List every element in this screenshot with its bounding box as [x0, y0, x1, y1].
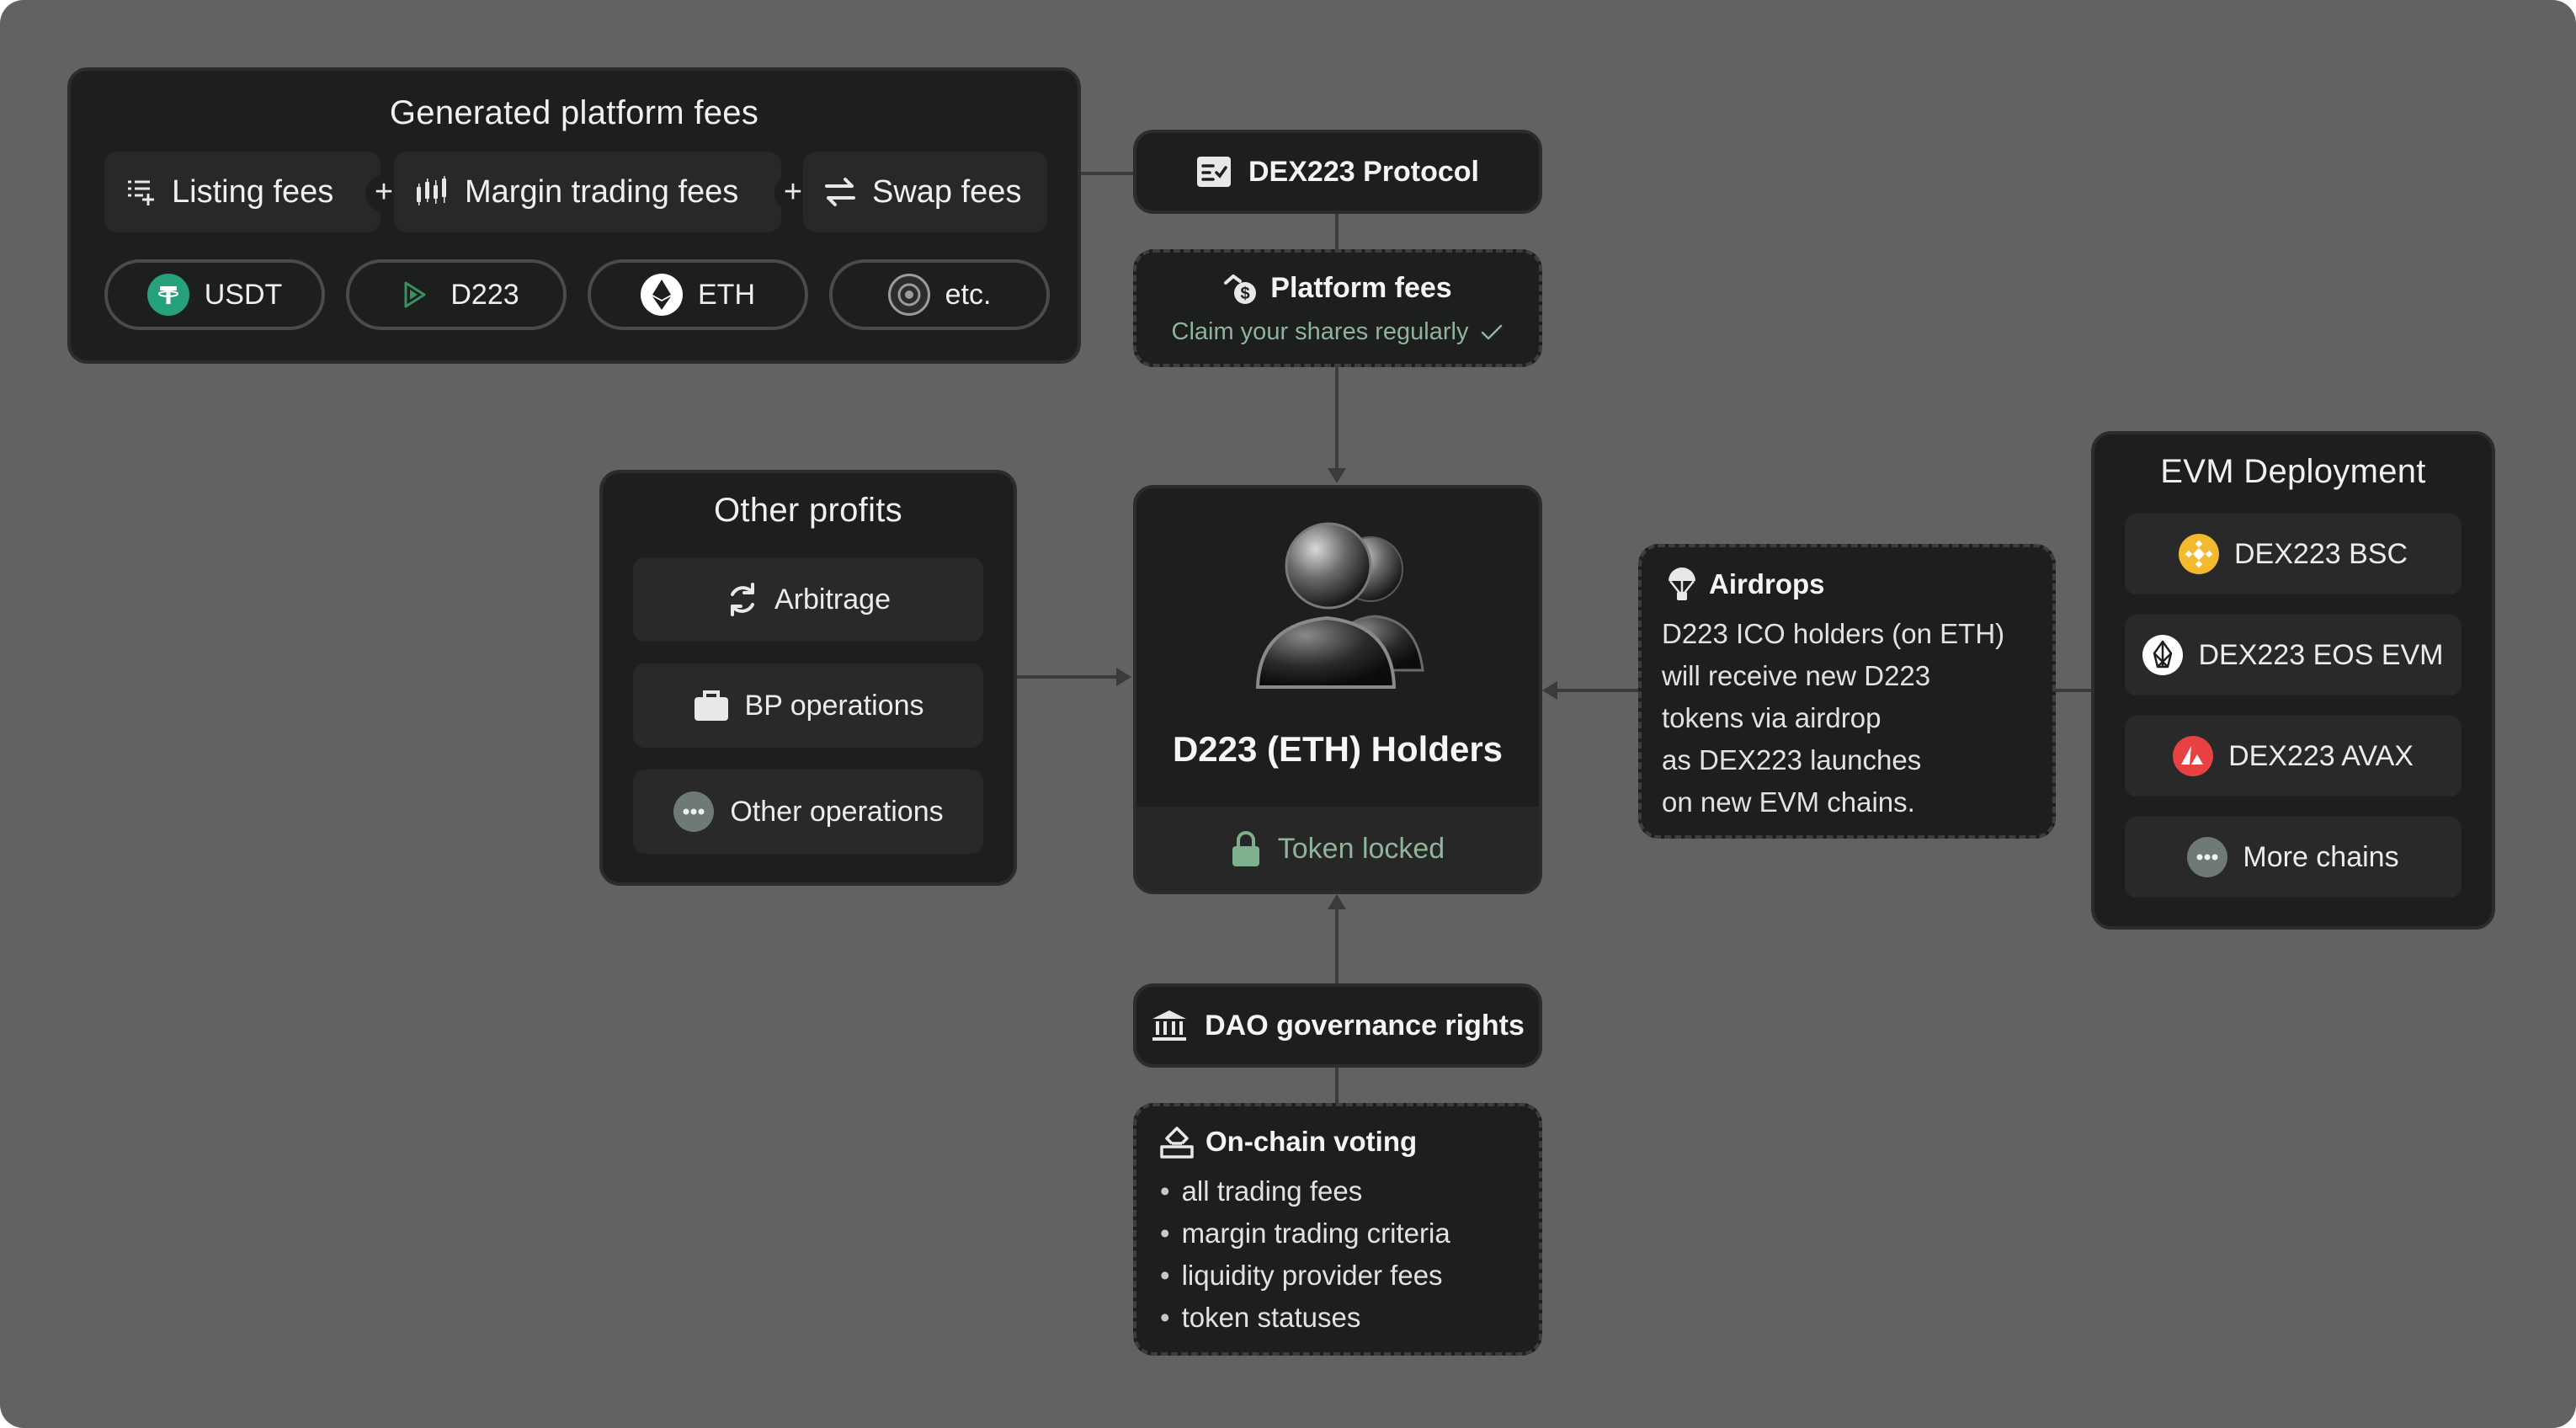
airdrops-line: will receive new D223: [1662, 660, 1931, 691]
dao-governance-label: DAO governance rights: [1205, 1009, 1525, 1042]
svg-text:$: $: [1241, 285, 1250, 303]
evm-avax-label: DEX223 AVAX: [2228, 739, 2414, 772]
evm-item-avax: DEX223 AVAX: [2125, 716, 2462, 797]
coin-icon: [887, 274, 930, 316]
bank-icon: [1151, 1009, 1188, 1042]
token-locked-label: Token locked: [1277, 832, 1445, 865]
bnb-icon: [2179, 534, 2219, 574]
on-chain-voting-card: On-chain voting •all trading fees •margi…: [1133, 1103, 1542, 1356]
voting-title: On-chain voting: [1206, 1126, 1418, 1157]
other-profits-title: Other profits: [714, 492, 902, 529]
arbitrage-label: Arbitrage: [774, 583, 891, 615]
checkmark-icon: [1480, 322, 1504, 343]
airdrops-card: Airdrops D223 ICO holders (on ETH) will …: [1638, 544, 2056, 839]
d223-icon: [393, 274, 436, 316]
evm-bsc-label: DEX223 BSC: [2234, 537, 2408, 570]
arrow-into-holders-bottom: [1328, 894, 1346, 909]
swap-fees-chip: Swap fees: [803, 152, 1047, 232]
swap-arrows-icon: [823, 175, 857, 209]
list-add-icon: [125, 176, 157, 208]
airdrops-line: on new EVM chains.: [1662, 786, 1915, 818]
airdrops-line: tokens via airdrop: [1662, 702, 1881, 733]
connector-platform-fees-holders: [1335, 367, 1339, 468]
dao-governance-card: DAO governance rights: [1133, 983, 1542, 1068]
connector-dao-voting: [1335, 1066, 1339, 1105]
avax-icon: [2173, 736, 2214, 776]
airdrops-title: Airdrops: [1709, 568, 1825, 599]
evm-item-eos: DEX223 EOS EVM: [2125, 615, 2462, 695]
other-profits-panel: Other profits Arbitrage BP operations Ot…: [599, 470, 1017, 886]
more-dots-icon: [2187, 837, 2228, 877]
bp-operations-label: BP operations: [744, 689, 924, 722]
token-locked-bar: Token locked: [1136, 807, 1539, 891]
evm-eos-label: DEX223 EOS EVM: [2198, 638, 2444, 671]
ballot-icon: [1160, 1125, 1194, 1159]
evm-deployment-title: EVM Deployment: [2160, 453, 2426, 490]
swap-fees-label: Swap fees: [872, 173, 1022, 210]
platform-fees-title: Platform fees: [1270, 271, 1452, 304]
platform-fees-card: $ Platform fees Claim your shares regula…: [1133, 249, 1542, 367]
holders-card: D223 (ETH) Holders Token locked: [1133, 485, 1542, 894]
connector-other-profits-holders: [1015, 675, 1116, 679]
other-operations-label: Other operations: [730, 795, 944, 828]
refresh-icon: [726, 581, 759, 618]
token-eth: ETH: [588, 259, 808, 330]
holders-title: D223 (ETH) Holders: [1172, 729, 1504, 769]
arrow-into-holders-left: [1116, 668, 1131, 686]
eth-icon: [641, 274, 683, 316]
airdrops-line: D223 ICO holders (on ETH): [1662, 618, 2005, 649]
evm-more-chains-label: More chains: [2243, 840, 2399, 873]
platform-fees-subtitle: Claim your shares regularly: [1171, 318, 1469, 345]
airdrops-line: as DEX223 launches: [1662, 744, 1922, 775]
fees-panel-title: Generated platform fees: [389, 94, 759, 131]
listing-fees-chip: Listing fees: [104, 152, 381, 232]
margin-trading-fees-label: Margin trading fees: [465, 173, 739, 210]
parachute-icon: [1667, 567, 1697, 601]
voting-bullet: •margin trading criteria: [1160, 1218, 1450, 1249]
other-profits-item-arbitrage: Arbitrage: [633, 557, 983, 642]
listing-fees-label: Listing fees: [172, 173, 334, 210]
token-usdt: USDT: [104, 259, 325, 330]
token-usdt-label: USDT: [204, 278, 283, 311]
eos-icon: [2142, 635, 2184, 675]
other-profits-item-bp-operations: BP operations: [633, 663, 983, 748]
arrow-into-holders-right: [1542, 681, 1557, 700]
connector-airdrops-holders: [1557, 689, 1640, 692]
token-eth-label: ETH: [698, 278, 755, 311]
evm-deployment-panel: EVM Deployment DEX223 BSC DEX223 EOS EVM…: [2091, 431, 2495, 930]
usdt-icon: [146, 274, 189, 316]
evm-item-more-chains: More chains: [2125, 817, 2462, 898]
candlestick-icon: [414, 175, 450, 209]
more-dots-icon: [673, 791, 715, 833]
platform-fees-panel: Generated platform fees Listing fees + M…: [67, 67, 1081, 364]
connector-protocol-platform-fees: [1335, 214, 1339, 251]
margin-trading-fees-chip: Margin trading fees: [394, 152, 781, 232]
briefcase-icon: [693, 689, 730, 722]
voting-bullet: •all trading fees: [1160, 1175, 1363, 1207]
users-icon: [1227, 519, 1455, 704]
lock-icon: [1231, 830, 1261, 867]
protocol-doc-icon: [1196, 156, 1232, 188]
evm-item-bsc: DEX223 BSC: [2125, 514, 2462, 594]
connector-fees-protocol: [1079, 172, 1135, 175]
token-etc-label: etc.: [945, 278, 992, 311]
dex223-protocol-label: DEX223 Protocol: [1248, 155, 1479, 188]
voting-bullet: •liquidity provider fees: [1160, 1260, 1443, 1291]
voting-bullet: •token statuses: [1160, 1302, 1361, 1333]
token-etc: etc.: [829, 259, 1050, 330]
token-d223-label: D223: [450, 278, 519, 311]
token-d223: D223: [346, 259, 567, 330]
connector-dao-holders: [1335, 909, 1339, 985]
dex223-protocol-card: DEX223 Protocol: [1133, 130, 1542, 214]
arrow-into-holders-top: [1328, 468, 1346, 483]
other-profits-item-other-operations: Other operations: [633, 770, 983, 854]
connector-evm-airdrops: [2054, 689, 2093, 692]
coin-hand-icon: $: [1223, 271, 1259, 305]
